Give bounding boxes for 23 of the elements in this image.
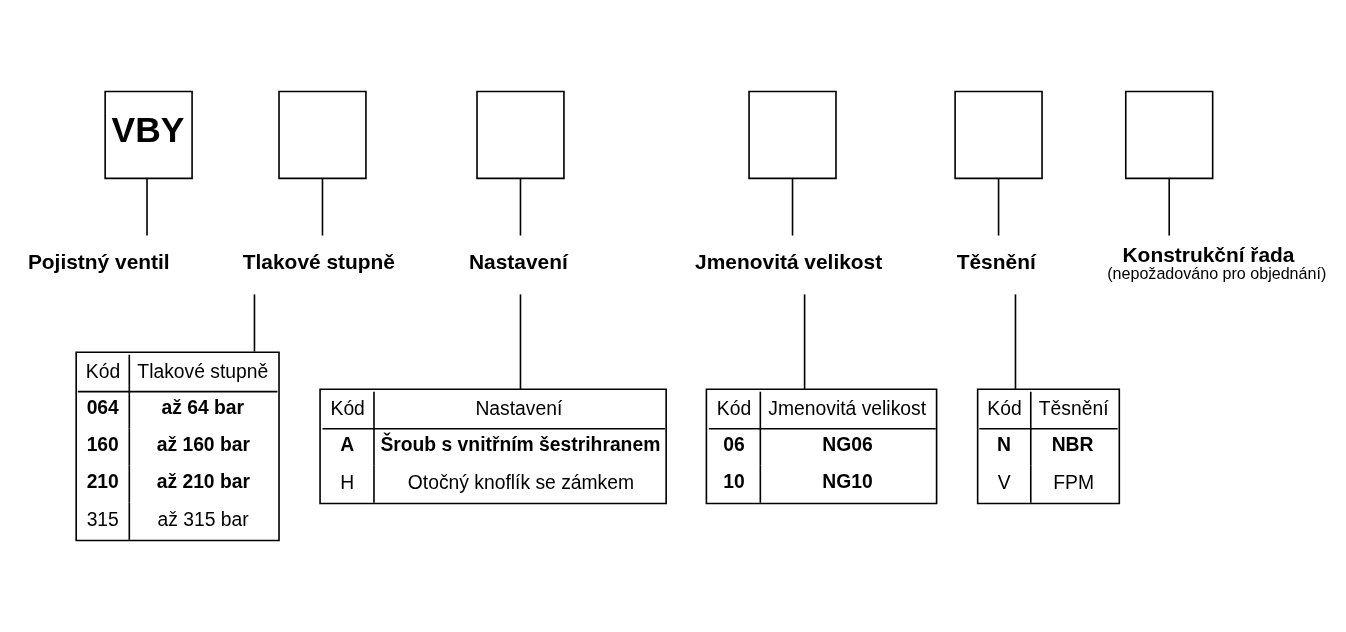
node-box	[278, 90, 367, 180]
connector	[1014, 293, 1017, 390]
node-box: VBY	[104, 90, 193, 180]
node-text: Nastavení	[468, 250, 568, 274]
connector	[803, 293, 806, 390]
connector	[997, 178, 1000, 237]
connector	[791, 178, 794, 237]
node-box	[1124, 90, 1214, 180]
node-box	[954, 90, 1043, 180]
connector	[253, 293, 256, 353]
node-text: Jmenovitá velikost	[695, 250, 883, 274]
connector	[519, 178, 522, 237]
node-text: Konstrukční řada	[1122, 242, 1295, 266]
connector	[321, 178, 324, 237]
node-text: Tlakové stupně	[242, 250, 395, 274]
connector	[146, 178, 148, 237]
connector	[1168, 178, 1170, 237]
node-box	[476, 90, 565, 180]
node-box	[748, 90, 837, 180]
node-label: (nepožadováno pro objednání)	[1107, 263, 1327, 282]
node-text: Těsnění	[956, 250, 1036, 274]
node-text: Pojistný ventil	[27, 250, 170, 274]
connector	[519, 293, 522, 390]
